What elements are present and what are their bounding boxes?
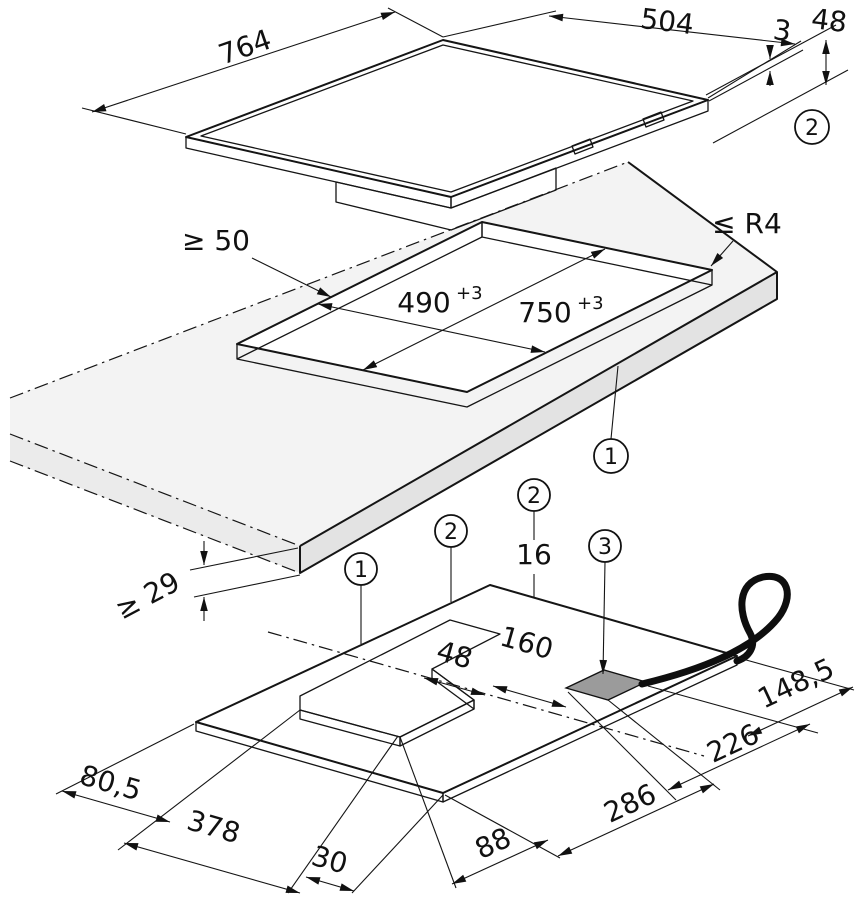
extension-line [117,709,301,851]
worktop-front-face-cut [10,434,300,573]
hob-body-left [185,136,452,209]
callout-1-leader [610,365,619,440]
dim-286-line [557,783,715,857]
dim-226: 226 [702,717,764,769]
dim-48-line [423,677,486,696]
dim-286: 286 [599,777,661,829]
callout-2-bottom-left: 2 [444,520,458,545]
extension-line [387,7,444,38]
dim-cutout-depth-tolerance: +3 [456,283,483,304]
extension-line [189,547,299,571]
dim-cutout-depth: 490 [397,286,450,319]
hob-width-dim-line [91,11,396,113]
bottom-callouts: 1 2 2 16 3 [344,478,622,675]
worktop-front-face [300,272,777,573]
dim-glass-thickness: 3 [771,13,793,48]
dim-cutout-width: 750 [518,296,571,329]
dim-148-5: 148,5 [753,651,840,715]
callout-circle-1-worktop [593,438,629,474]
dim-cutout-width-tolerance: +3 [577,293,604,314]
extension-line [738,657,855,691]
dim-80-5-line [61,790,171,823]
dim-30-line [305,876,355,892]
callout-3-leader [599,561,608,675]
extension-line [81,107,187,135]
worktop-group [9,161,778,574]
dim-160-line [492,685,567,708]
callout-circle-2-top [794,109,830,145]
dim-min-clearance: ≥ 50 [182,224,250,257]
extension-line [55,723,195,795]
extension-line [567,691,677,801]
callout-3-bottom: 3 [598,535,612,560]
callout-circle-3-bottom [588,529,622,563]
dim-226-line [667,723,811,791]
cutout-width-dim-line [362,248,606,371]
extension-line [193,574,301,598]
bottom-tray-group [195,572,791,803]
dim-378: 378 [183,804,243,850]
worktop-left-cut-line-bottom [9,460,301,574]
callout-1-bottom: 1 [354,558,368,583]
cutout-bottom-rim [236,284,713,408]
tray-step-wall [399,699,475,747]
hob-dimensions: 764 504 3 48 2 [81,2,849,145]
extension-line [399,736,457,889]
hob-clamp-tab [642,111,665,128]
dim-30: 30 [308,839,351,881]
extension-line [351,794,444,894]
callout-circle-1-bottom [344,552,378,586]
dim-80-5: 80,5 [76,758,145,807]
dim-build-in-height: 48 [809,2,848,39]
callout-2-top: 2 [805,116,819,141]
mains-cable [638,572,791,688]
worktop-left-cut-line-top [9,433,301,547]
corner-radius-leader [710,240,734,267]
hob-body-right [450,99,709,209]
dim-hob-depth: 504 [639,2,696,41]
dim-88-line [451,839,549,885]
dim-160: 160 [496,620,556,666]
callout-circle-2-bottom-right [517,478,551,512]
dim-corner-radius: ≤ R4 [712,207,782,240]
junction-box [564,669,648,701]
extension-line [705,24,837,96]
callout-2-bottom-right: 2 [527,484,541,509]
extension-line [287,735,399,894]
tray-edge-right [442,655,738,803]
hob-casing [335,167,557,231]
hob-depth-dim-line [548,13,796,47]
dim-step-height-16: 16 [516,538,552,571]
worktop-front-edge [299,272,778,574]
center-line [267,631,705,757]
dim-88: 88 [470,821,516,866]
dim-48-bottom: 48 [433,634,476,676]
callout-circle-2-bottom-left [434,514,468,548]
dim-min-worktop-thickness: ≥ 29 [110,565,186,626]
extension-line [708,49,804,102]
tray-step [299,619,501,738]
dim-hob-width: 764 [214,23,275,72]
tray-step-wall [299,709,401,747]
extension-line [442,10,557,38]
callout-1-worktop: 1 [604,445,618,470]
min-clearance-leader [251,257,332,298]
dim-378-line [123,842,301,894]
